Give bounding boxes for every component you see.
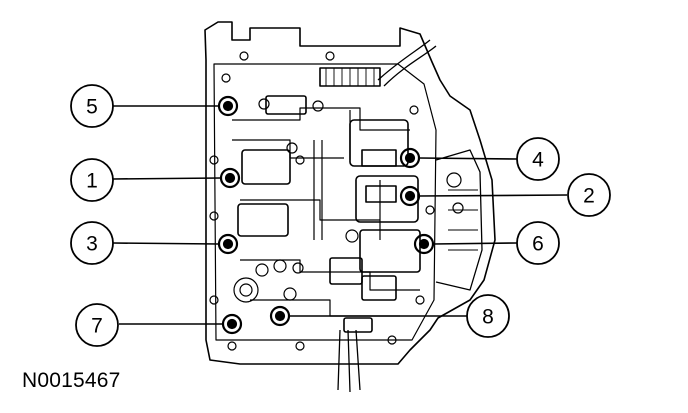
- callout-4: 4: [516, 137, 560, 181]
- solenoid-block-lower: [359, 229, 421, 273]
- callout-7-label: 7: [91, 315, 103, 338]
- leader-4: [418, 157, 518, 160]
- callout-2: 2: [567, 173, 611, 217]
- callout-3-label: 3: [86, 233, 98, 256]
- callout-6-label: 6: [532, 233, 544, 256]
- bolt-2: [399, 185, 421, 207]
- bolt-7: [221, 313, 243, 335]
- bolt-5: [217, 95, 239, 117]
- leader-3: [112, 242, 220, 245]
- leader-2: [418, 194, 568, 197]
- housing-inner-outline: [213, 63, 437, 341]
- bolt-8: [269, 305, 291, 327]
- figure-id: N0015467: [22, 369, 121, 392]
- callout-7: 7: [75, 303, 119, 347]
- right-bracket: [435, 149, 483, 291]
- wire-bottom: [337, 329, 361, 393]
- solenoid-block-upper: [349, 119, 409, 167]
- leader-1: [112, 177, 222, 180]
- bolt-6: [413, 233, 435, 255]
- callout-2-label: 2: [583, 185, 595, 208]
- callout-1: 1: [70, 158, 114, 202]
- callout-5-label: 5: [86, 96, 98, 119]
- callout-8-label: 8: [482, 306, 494, 329]
- callout-4-label: 4: [532, 149, 544, 172]
- bolt-4: [399, 147, 421, 169]
- bolt-3: [217, 233, 239, 255]
- callout-6: 6: [516, 221, 560, 265]
- callout-5: 5: [70, 84, 114, 128]
- wire-top: [377, 39, 431, 81]
- leader-6: [432, 242, 518, 245]
- callout-8: 8: [466, 294, 510, 338]
- bolt-1: [219, 167, 241, 189]
- callout-1-label: 1: [86, 170, 98, 193]
- housing-outline: [204, 21, 496, 365]
- callout-3: 3: [70, 221, 114, 265]
